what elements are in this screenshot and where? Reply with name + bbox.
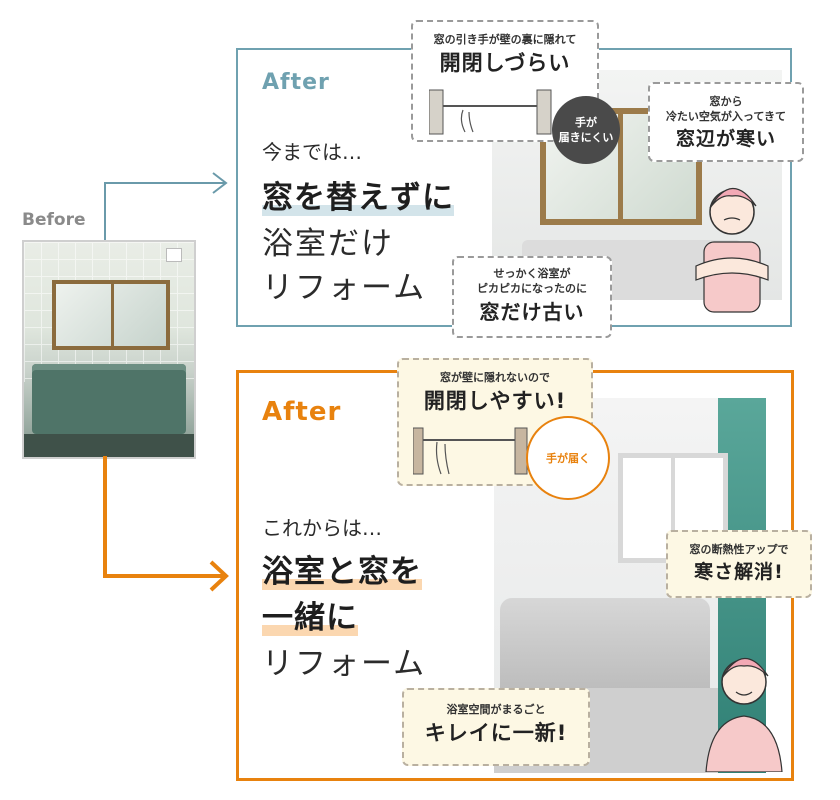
headline-line3: リフォーム xyxy=(262,270,427,306)
headline-line1: 浴室と窓を xyxy=(262,554,422,590)
arrow-right-icon xyxy=(209,560,229,592)
happy-woman-illustration xyxy=(705,658,783,772)
callout-heading: キレイに一新! xyxy=(424,721,568,745)
callout-heading: 寒さ解消! xyxy=(694,561,784,583)
callout-small-text: 窓の引き手が壁の裏に隠れて xyxy=(433,33,577,46)
within-reach-bubble: 手が届く xyxy=(526,416,610,500)
connector-before-to-new xyxy=(103,456,107,578)
callout-heading: 窓辺が寒い xyxy=(675,128,776,150)
window-handle-visible-illustration xyxy=(413,427,528,475)
lead-text: これからは… xyxy=(262,516,382,540)
callout-heading: 窓だけ古い xyxy=(479,300,585,324)
callout-hard-to-open: 窓の引き手が壁の裏に隠れて 開閉しづらい xyxy=(411,20,599,142)
after-label: After xyxy=(262,70,330,95)
callout-insulation: 窓の断熱性アップで 寒さ解消! xyxy=(666,530,812,598)
cold-woman-illustration xyxy=(695,188,769,313)
connector-before-to-current xyxy=(104,182,106,240)
before-bathroom-photo xyxy=(22,240,196,459)
callout-heading: 開閉しづらい xyxy=(439,51,571,75)
headline-line2: 浴室だけ xyxy=(262,226,394,262)
window-handle-hidden-illustration xyxy=(429,89,552,135)
before-label: Before xyxy=(22,210,86,230)
callout-refresh: 浴室空間がまるごと キレイに一新! xyxy=(402,688,590,766)
lead-text: 今までは… xyxy=(262,140,362,164)
arrow-right-icon xyxy=(212,172,228,194)
after-label: After xyxy=(262,397,342,427)
callout-cold-window: 窓から 冷たい空気が入ってきて 窓辺が寒い xyxy=(648,82,804,162)
headline-line2: 一緒に xyxy=(262,600,358,636)
headline-line3: リフォーム xyxy=(262,646,427,682)
headline-line1: 窓を替えずに xyxy=(262,180,454,216)
hard-to-reach-bubble: 手が 届きにくい xyxy=(552,96,620,164)
callout-old-window: せっかく浴室が ピカピカになったのに 窓だけ古い xyxy=(452,256,612,338)
callout-heading: 開閉しやすい! xyxy=(423,389,567,413)
